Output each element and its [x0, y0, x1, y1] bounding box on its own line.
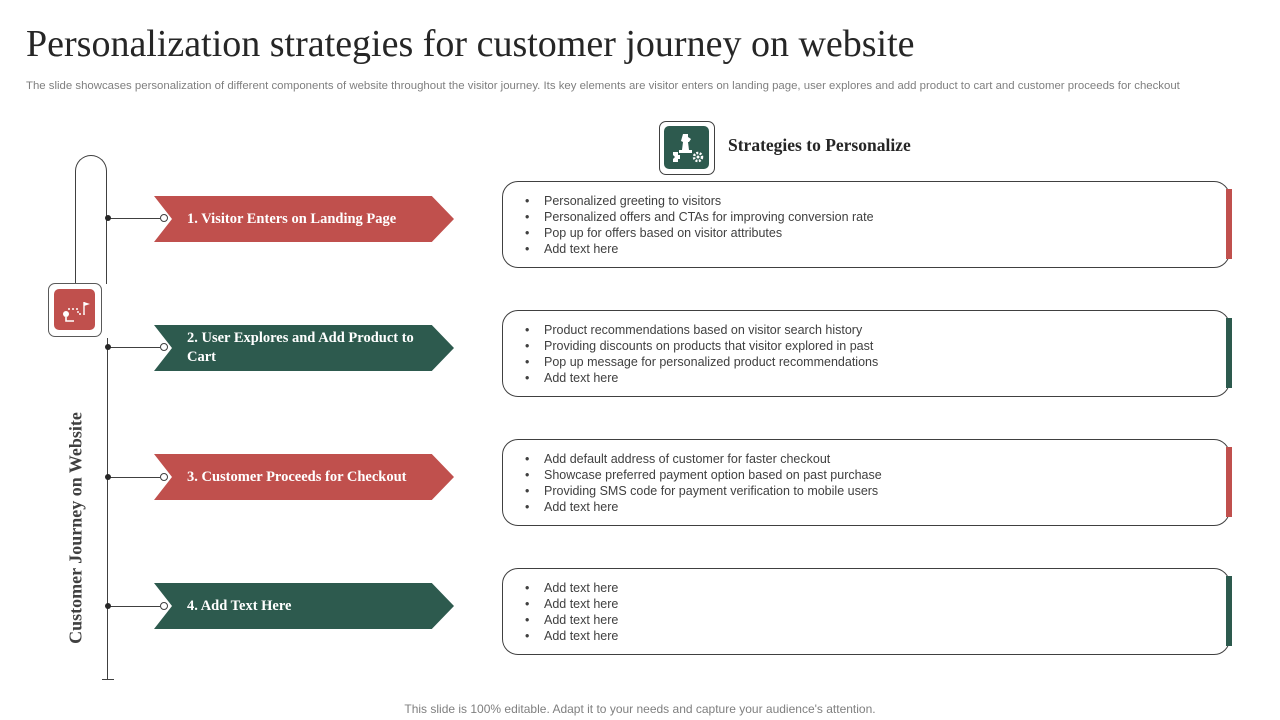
list-item: Personalized offers and CTAs for improvi… — [523, 209, 874, 225]
timeline-end-tick — [102, 679, 114, 680]
list-item: Pop up for offers based on visitor attri… — [523, 225, 874, 241]
timeline-dot-1 — [105, 215, 111, 221]
step-3-arrow: 3. Customer Proceeds for Checkout — [154, 454, 454, 500]
journey-icon — [48, 283, 102, 337]
list-item: Add default address of customer for fast… — [523, 451, 882, 467]
step-3-label: 3. Customer Proceeds for Checkout — [187, 468, 407, 485]
list-item: Add text here — [523, 596, 618, 612]
timeline-dot-3 — [105, 474, 111, 480]
card-accent-1 — [1226, 189, 1232, 259]
branch-line-1 — [108, 218, 160, 219]
strategy-icon — [659, 121, 715, 175]
connector-ring-2 — [160, 343, 168, 351]
list-item: Add text here — [523, 628, 618, 644]
list-item: Add text here — [523, 241, 874, 257]
step-2-arrow: 2. User Explores and Add Product to Cart — [154, 325, 454, 371]
list-item: Add text here — [523, 370, 878, 386]
step-1-label: 1. Visitor Enters on Landing Page — [187, 210, 397, 227]
timeline-dot-4 — [105, 603, 111, 609]
step-2-label: 2. User Explores and Add Product to Cart — [187, 330, 414, 365]
strategies-header: Strategies to Personalize — [728, 135, 911, 155]
list-item: Providing discounts on products that vis… — [523, 338, 878, 354]
timeline-dot-2 — [105, 344, 111, 350]
connector-ring-3 — [160, 473, 168, 481]
step-4-arrow: 4. Add Text Here — [154, 583, 454, 629]
page-title: Personalization strategies for customer … — [26, 23, 915, 65]
chess-gear-icon — [673, 134, 704, 163]
footer-note: This slide is 100% editable. Adapt it to… — [404, 702, 876, 716]
strategy-list-3: Add default address of customer for fast… — [523, 451, 882, 515]
route-icon — [63, 302, 90, 322]
timeline-loop — [75, 155, 107, 284]
connector-ring-1 — [160, 214, 168, 222]
strategy-list-1: Personalized greeting to visitors Person… — [523, 193, 874, 257]
list-item: Showcase preferred payment option based … — [523, 467, 882, 483]
card-accent-3 — [1226, 447, 1232, 517]
list-item: Add text here — [523, 612, 618, 628]
card-accent-4 — [1226, 576, 1232, 646]
card-accent-2 — [1226, 318, 1232, 388]
timeline-line — [107, 338, 108, 680]
list-item: Pop up message for personalized product … — [523, 354, 878, 370]
journey-axis-label: Customer Journey on Website — [65, 412, 86, 644]
strategy-card-3: Add default address of customer for fast… — [502, 439, 1230, 526]
branch-line-4 — [108, 606, 160, 607]
strategy-card-1: Personalized greeting to visitors Person… — [502, 181, 1230, 268]
strategy-card-4: Add text here Add text here Add text her… — [502, 568, 1230, 655]
branch-line-3 — [108, 477, 160, 478]
branch-line-2 — [108, 347, 160, 348]
list-item: Providing SMS code for payment verificat… — [523, 483, 882, 499]
step-4-label: 4. Add Text Here — [187, 597, 292, 614]
list-item: Add text here — [523, 580, 618, 596]
strategy-card-2: Product recommendations based on visitor… — [502, 310, 1230, 397]
list-item: Personalized greeting to visitors — [523, 193, 874, 209]
step-1-arrow: 1. Visitor Enters on Landing Page — [154, 196, 454, 242]
connector-ring-4 — [160, 602, 168, 610]
strategy-list-2: Product recommendations based on visitor… — [523, 322, 878, 386]
page-subtitle: The slide showcases personalization of d… — [26, 80, 1180, 92]
strategy-list-4: Add text here Add text here Add text her… — [523, 580, 618, 644]
list-item: Product recommendations based on visitor… — [523, 322, 878, 338]
list-item: Add text here — [523, 499, 882, 515]
